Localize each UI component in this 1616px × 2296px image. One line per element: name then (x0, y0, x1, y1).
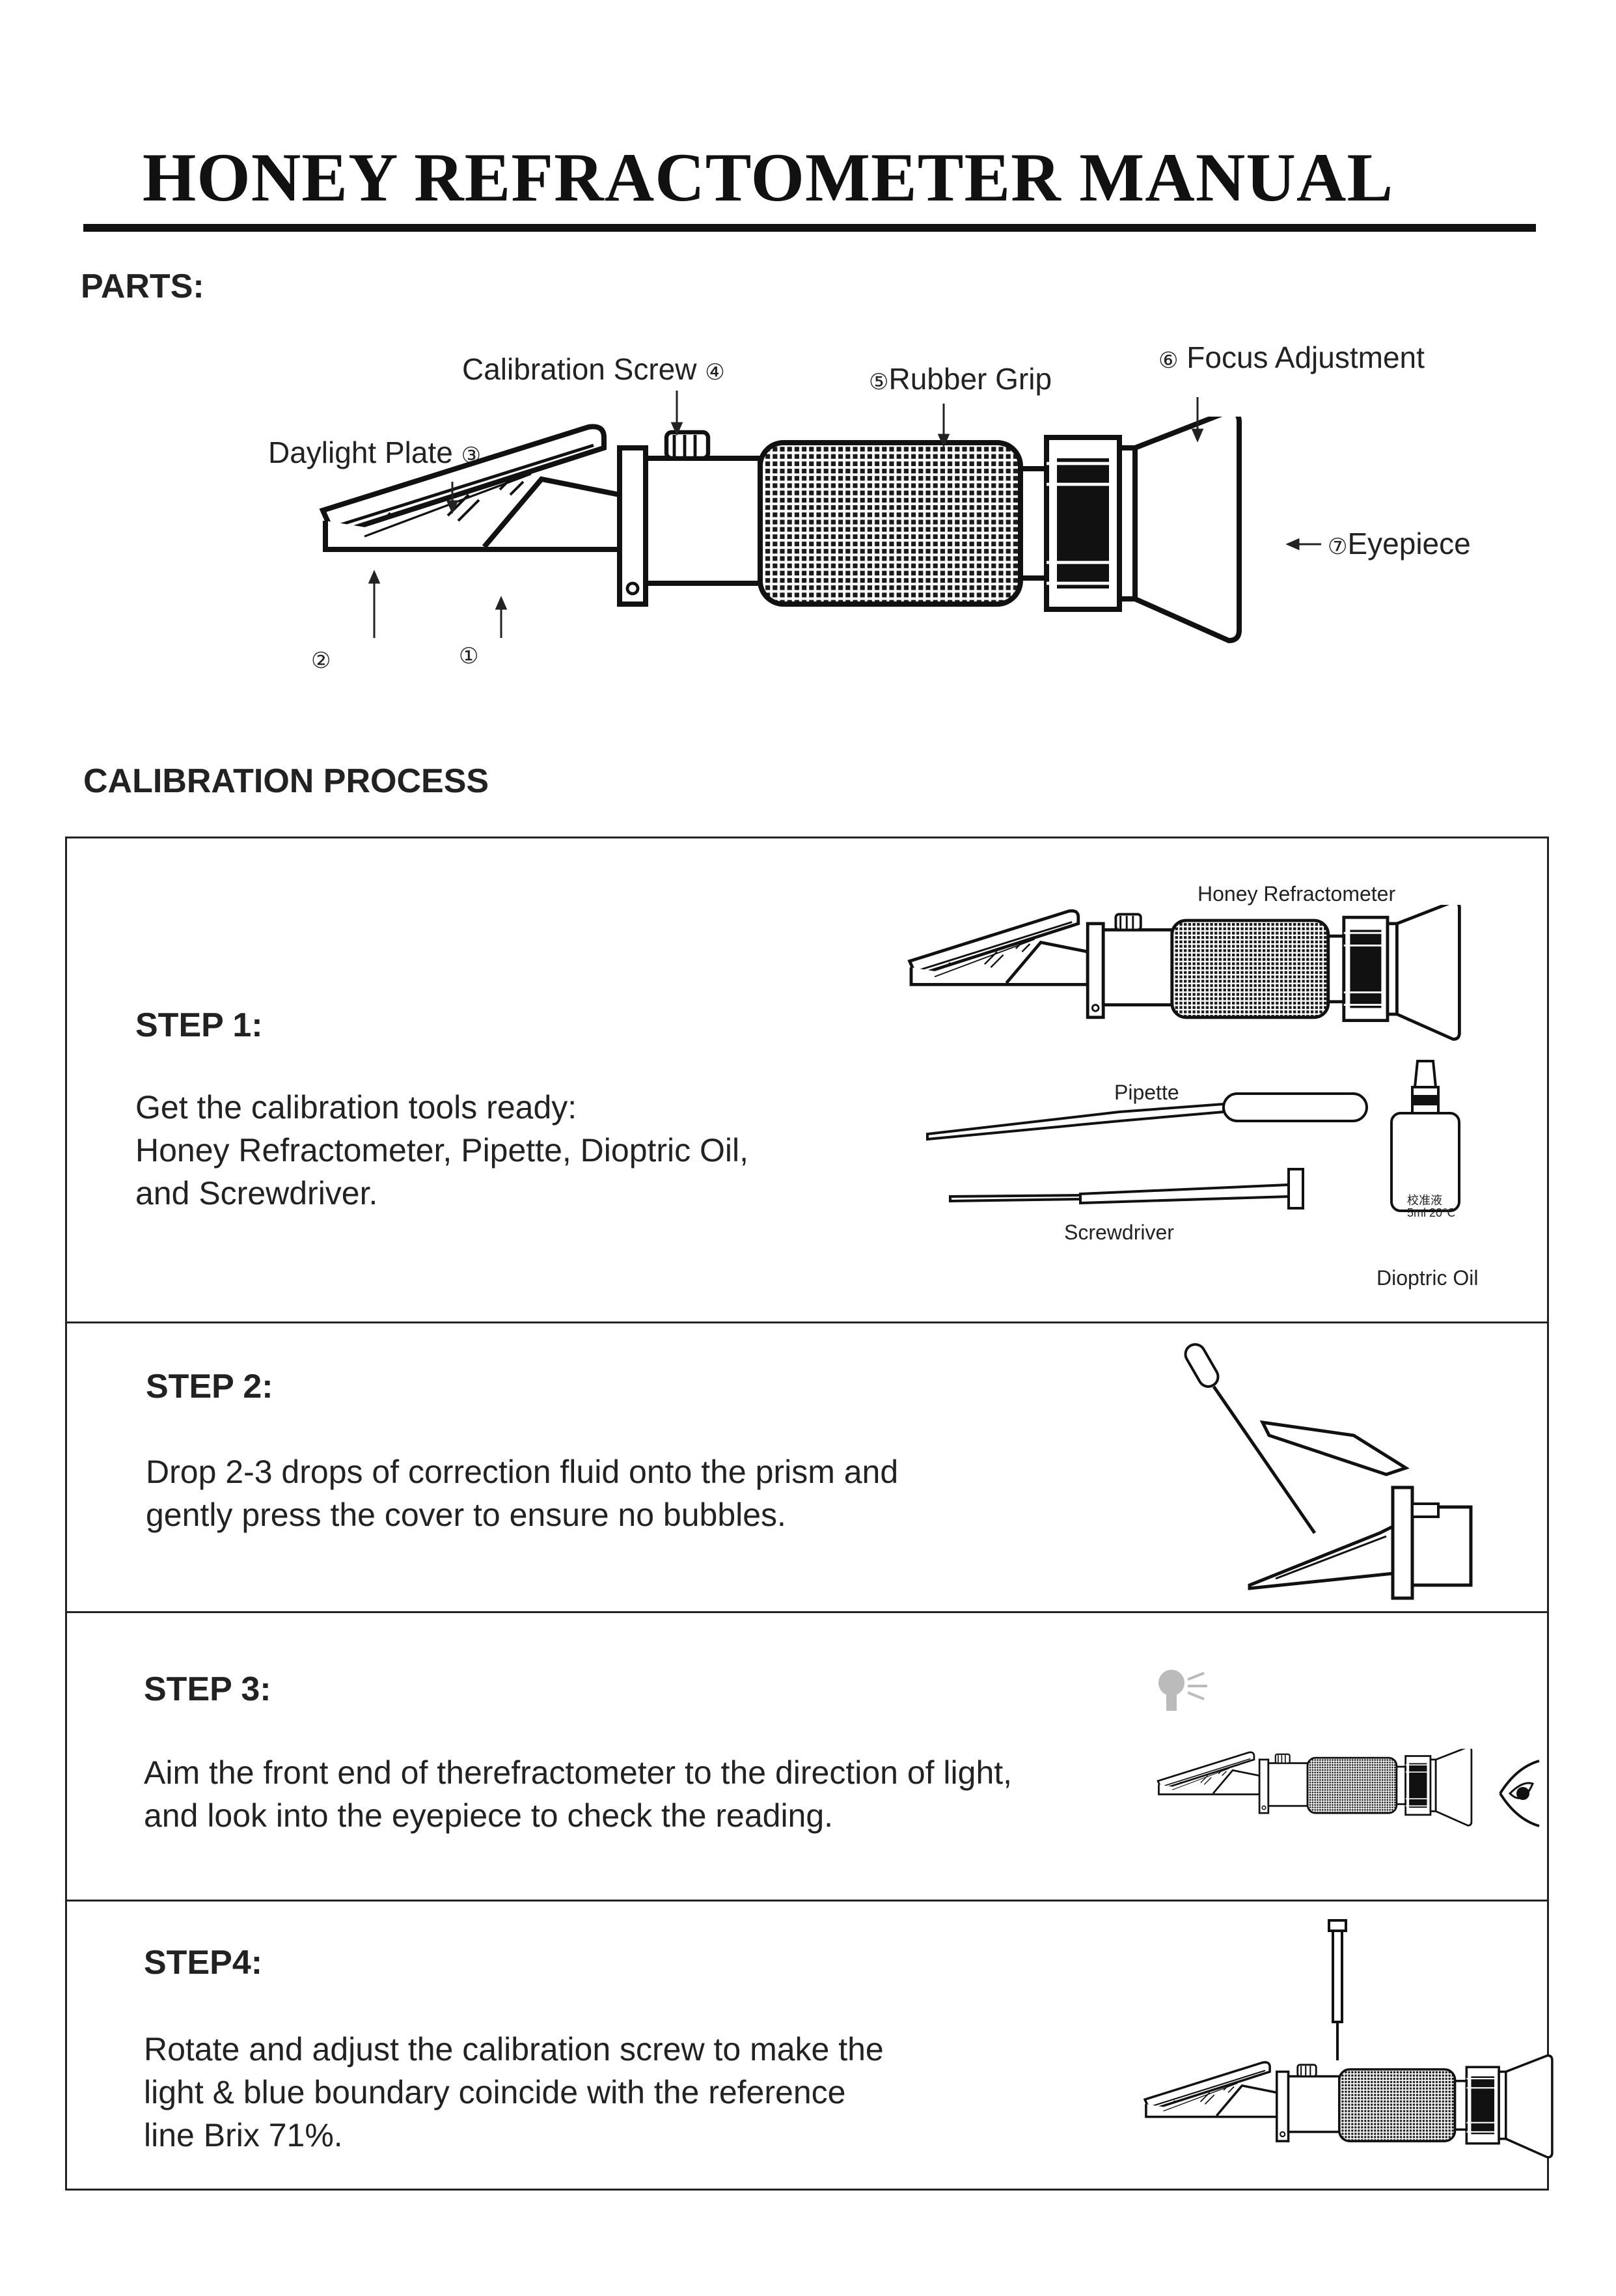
label-rubber-grip: ⑤Rubber Grip (869, 361, 1052, 396)
text-line: gently press the cover to ensure no bubb… (146, 1497, 786, 1533)
part-number: ⑤ (869, 370, 889, 394)
step-2-text: Drop 2-3 drops of correction fluid onto … (146, 1450, 898, 1536)
step-divider (65, 1611, 1549, 1613)
parts-pointer-arrows (368, 391, 1321, 638)
step-4-text: Rotate and adjust the calibration screw … (144, 2028, 884, 2157)
parts-heading: PARTS: (81, 268, 204, 305)
step-4-title: STEP4: (144, 1944, 263, 1982)
part-number: ④ (705, 360, 725, 385)
step-1-text: Get the calibration tools ready: Honey R… (135, 1086, 748, 1215)
label-text: Daylight Plate (268, 436, 453, 469)
screwdriver-illustration (949, 1168, 1304, 1210)
text-line: line Brix 71%. (144, 2117, 343, 2153)
bottle-label-line-2: 5ml 20℃ (1407, 1206, 1456, 1219)
light-bulb-icon (1158, 1670, 1207, 1711)
label-honey-refractometer: Honey Refractometer (1198, 882, 1396, 906)
dioptric-oil-bottle (1390, 1060, 1460, 1212)
text-line: Rotate and adjust the calibration screw … (144, 2031, 884, 2068)
part-number: ⑦ (1328, 534, 1348, 559)
text-line: and look into the eyepiece to check the … (144, 1797, 834, 1834)
screwdriver-vertical-icon (1328, 1919, 1347, 2060)
step-2-illustration (1184, 1343, 1473, 1600)
part-number: ⑥ (1158, 348, 1179, 373)
label-pipette: Pipette (1114, 1081, 1179, 1104)
refractometer-illustration (859, 905, 1510, 1061)
step-3-refractometer (1157, 1749, 1473, 1827)
page-title: HONEY REFRACTOMETER MANUAL (142, 139, 1394, 215)
text-line: light & blue boundary coincide with the … (144, 2074, 846, 2110)
part-number-1: ① (459, 644, 479, 669)
label-text: Eyepiece (1347, 527, 1471, 560)
text-line: Honey Refractometer, Pipette, Dioptric O… (135, 1132, 749, 1169)
label-text: Rubber Grip (888, 362, 1052, 396)
text-line: Drop 2-3 drops of correction fluid onto … (146, 1454, 899, 1490)
label-text: Calibration Screw (462, 352, 697, 386)
pipette-illustration (926, 1092, 1368, 1141)
text-line: and Screwdriver. (135, 1175, 378, 1211)
step-1-title: STEP 1: (135, 1006, 263, 1044)
label-eyepiece: ⑦Eyepiece (1328, 526, 1471, 561)
title-rule (83, 224, 1536, 232)
step-4-refractometer (1140, 2044, 1557, 2187)
label-text: Focus Adjustment (1186, 340, 1425, 374)
step-divider (65, 1321, 1549, 1323)
step-2-title: STEP 2: (146, 1368, 273, 1405)
part-number-2: ② (311, 648, 331, 673)
label-calibration-screw: Calibration Screw ④ (462, 352, 725, 387)
step-3-title: STEP 3: (144, 1670, 271, 1708)
step-3-text: Aim the front end of therefractometer to… (144, 1751, 1012, 1837)
label-dioptric-oil: Dioptric Oil (1376, 1266, 1479, 1290)
text-line: Get the calibration tools ready: (135, 1089, 577, 1126)
label-screwdriver: Screwdriver (1064, 1221, 1174, 1244)
bottle-label-line-1: 校准液 (1407, 1194, 1442, 1207)
eye-icon (1499, 1760, 1540, 1827)
calibration-heading: CALIBRATION PROCESS (83, 762, 489, 800)
text-line: Aim the front end of therefractometer to… (144, 1754, 1013, 1791)
calibration-steps-box (65, 837, 1549, 2191)
label-focus-adjustment: ⑥ Focus Adjustment (1158, 340, 1425, 375)
step-divider (65, 1900, 1549, 1902)
